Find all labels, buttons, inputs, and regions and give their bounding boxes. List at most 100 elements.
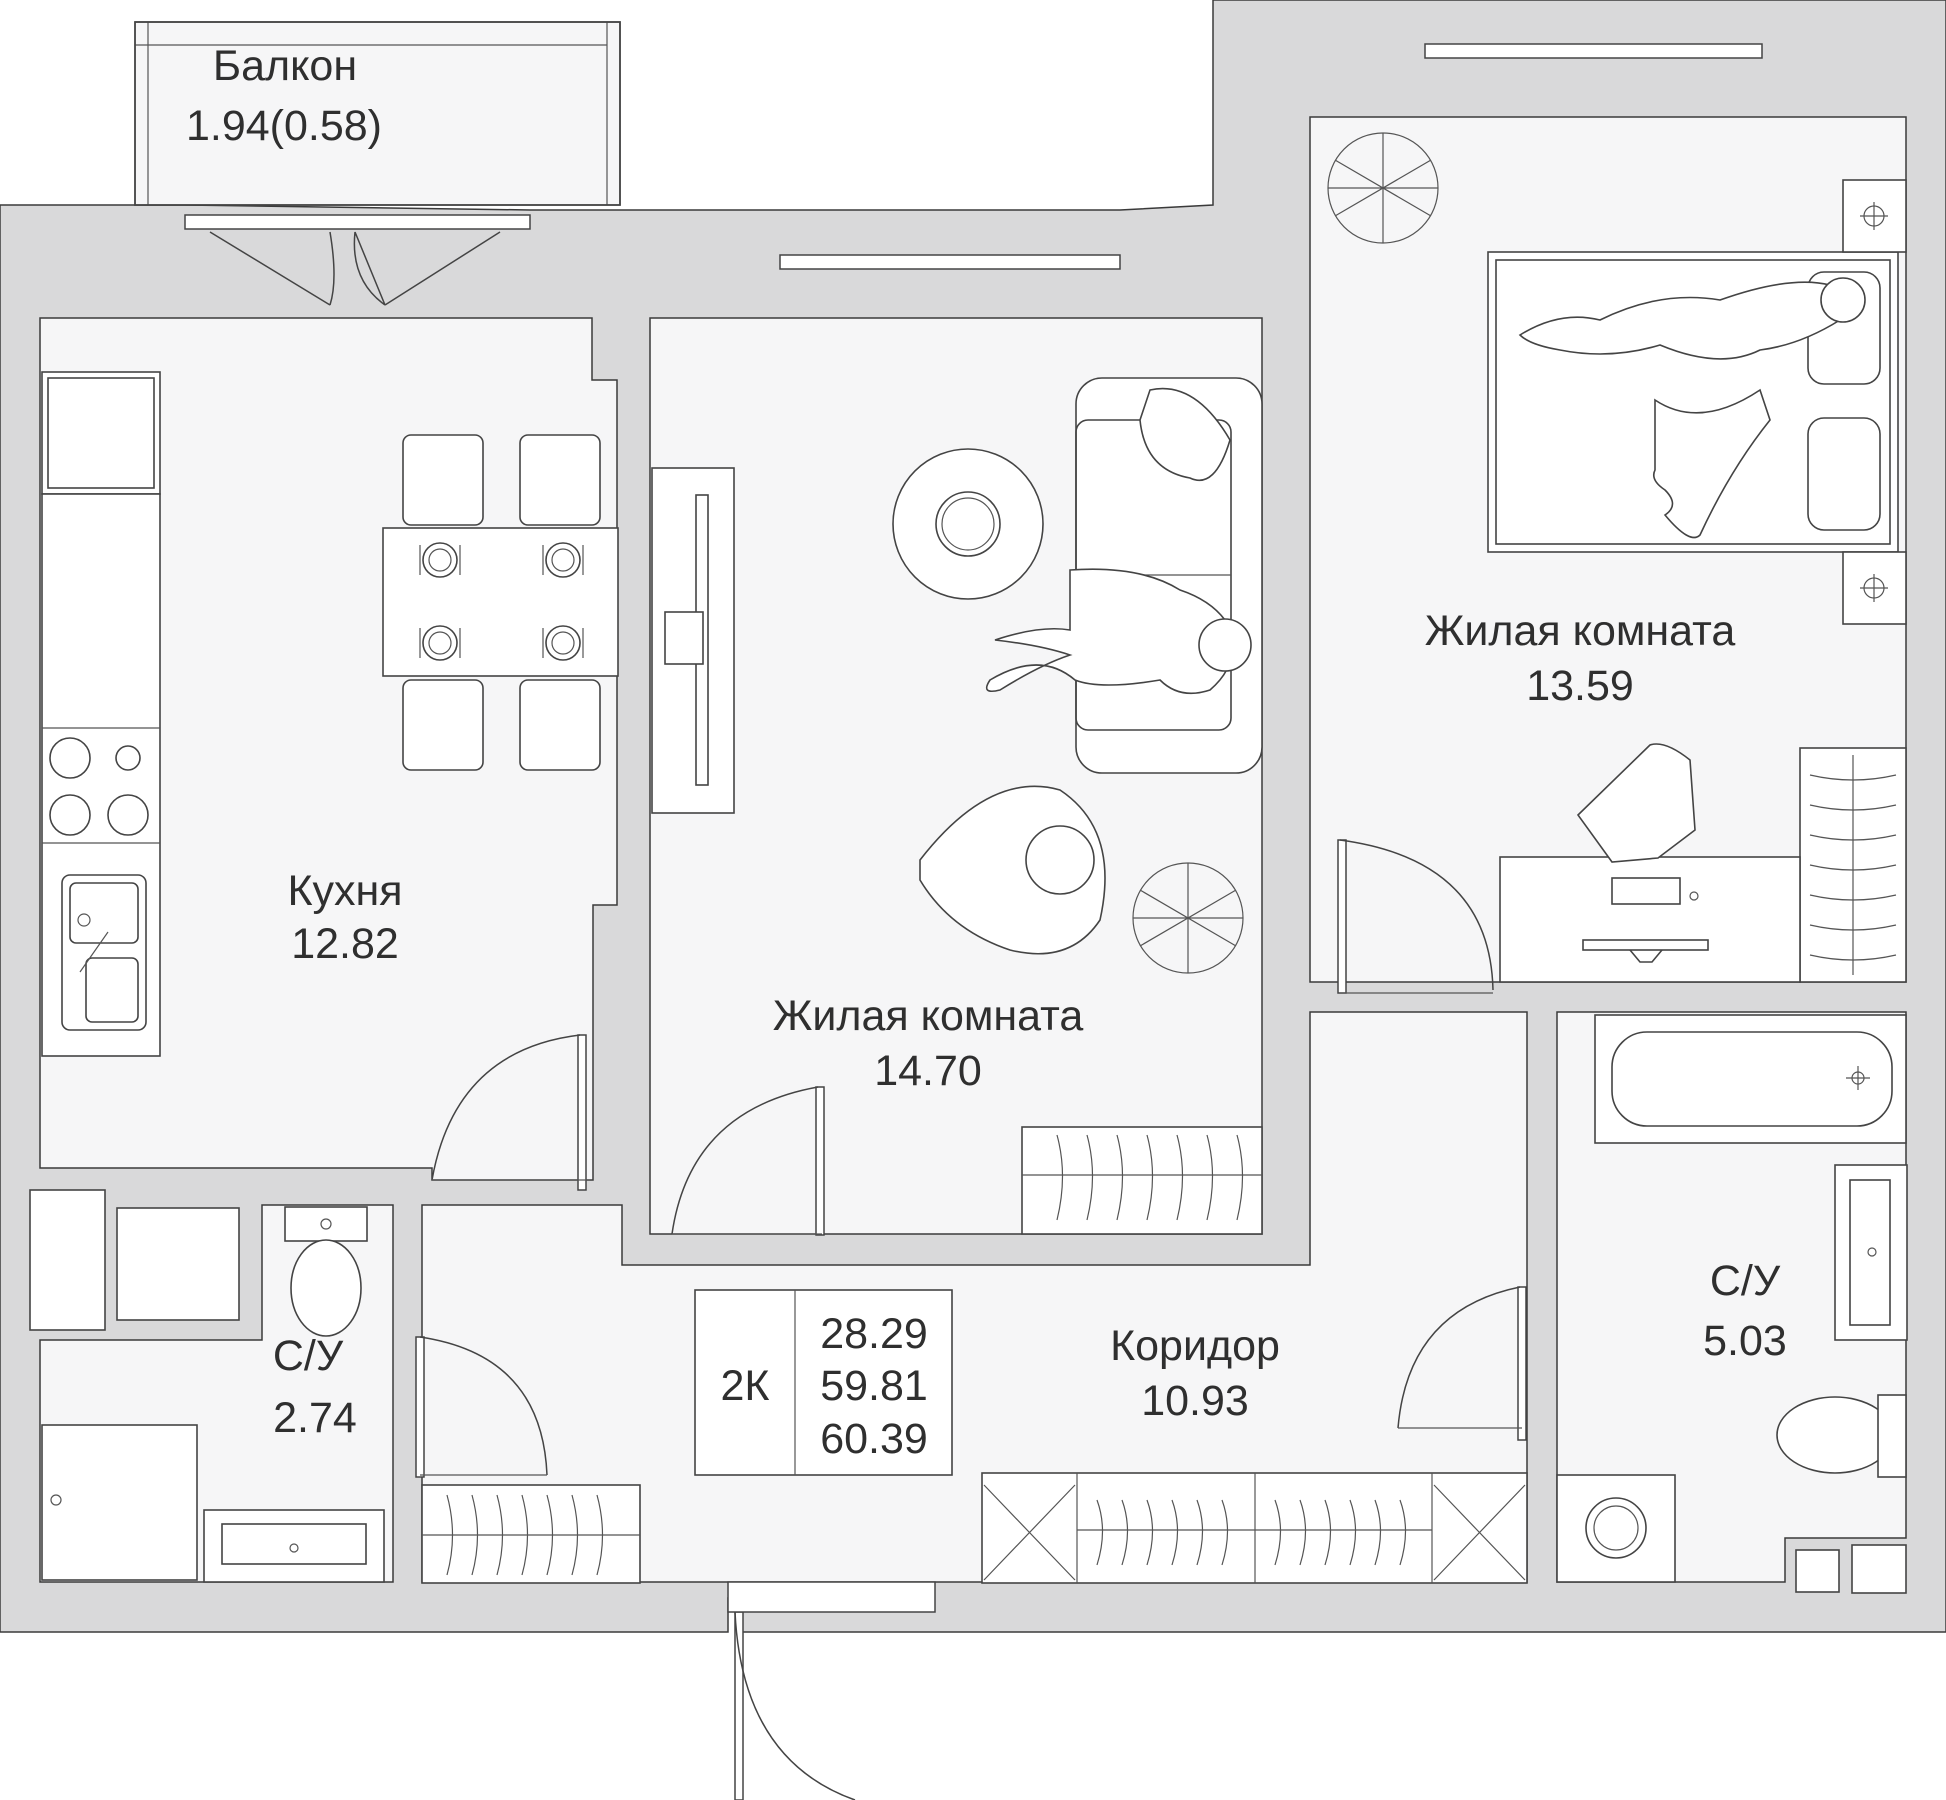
- entrance-door: [734, 1611, 744, 1800]
- head-icon: [1198, 618, 1252, 672]
- total-area: 59.81: [820, 1362, 928, 1410]
- kitchen-door: [577, 1034, 587, 1191]
- mouse-icon: [1689, 891, 1699, 901]
- hangers: [422, 1494, 640, 1576]
- plant-icon: [1132, 862, 1244, 974]
- sink-bowl: [69, 882, 139, 944]
- cushion-icon: [1139, 387, 1231, 482]
- wardrobe: [421, 1484, 641, 1584]
- shower-tray: [41, 1424, 198, 1581]
- bathtub: [1594, 1014, 1907, 1144]
- bathtub-inner: [1611, 1031, 1893, 1127]
- person-figure-icon: [985, 568, 1233, 695]
- corridor-name: Коридор: [1110, 1322, 1280, 1370]
- washing-machine: [116, 1207, 240, 1321]
- chair: [402, 434, 484, 526]
- place-settings: [419, 542, 584, 661]
- keyboard-icon: [1611, 877, 1681, 905]
- faucet-icon: [77, 913, 91, 927]
- balcony-frame: [134, 21, 621, 206]
- living-right-area: 13.59: [1526, 662, 1634, 710]
- sink-bowl: [85, 957, 139, 1023]
- lamp-icon: [1860, 202, 1888, 230]
- nightstand: [1842, 179, 1907, 253]
- faucet-icon: [1867, 1247, 1877, 1257]
- toilet-bowl: [290, 1239, 362, 1337]
- window-living-right: [1424, 43, 1763, 59]
- kitchen-sink: [61, 874, 147, 1031]
- toilet-tank: [1877, 1394, 1907, 1478]
- sink-bowl: [1849, 1179, 1891, 1326]
- chair: [402, 679, 484, 771]
- shaft-box: [1851, 1544, 1907, 1594]
- bath-left-name: С/У: [273, 1332, 344, 1380]
- washing-drum-inner: [1593, 1505, 1639, 1551]
- balcony-area: 1.94(0.58): [186, 102, 382, 150]
- desk-chair: [1576, 743, 1696, 863]
- sink-bowl: [221, 1523, 367, 1565]
- chair: [519, 679, 601, 771]
- vase-icon: [935, 491, 1001, 557]
- faucet-icon: [289, 1543, 299, 1553]
- faucet-spout: [79, 931, 109, 973]
- living-center-door-swing: [671, 1086, 819, 1235]
- flush-button-icon: [320, 1218, 332, 1230]
- stove-burner-icon: [115, 745, 141, 771]
- living-right-door: [1337, 839, 1347, 994]
- cabinet: [29, 1189, 106, 1331]
- living-center-name: Жилая комната: [773, 992, 1084, 1040]
- blanket-icon: [1652, 388, 1771, 539]
- toilet-bowl: [1776, 1396, 1894, 1474]
- hangers: [1022, 1134, 1262, 1221]
- kitchen-area: 12.82: [291, 920, 399, 968]
- window-living-center: [779, 254, 1121, 270]
- balcony-door-arc: [209, 231, 501, 306]
- stove-burner-icon: [107, 794, 149, 836]
- kitchen-name: Кухня: [287, 867, 402, 915]
- wardrobe: [1021, 1126, 1263, 1235]
- tv-console: [664, 611, 704, 665]
- hangers: [1077, 1499, 1432, 1566]
- pillow: [1807, 417, 1881, 531]
- bath-left-door: [415, 1336, 425, 1478]
- living-center-door: [815, 1086, 825, 1236]
- bath-drain-icon: [1846, 1066, 1870, 1090]
- bed-inner: [1495, 259, 1891, 545]
- entrance-door-swing: [734, 1611, 856, 1800]
- corridor-area: 10.93: [1141, 1377, 1249, 1425]
- monitor-icon: [1582, 939, 1709, 951]
- bath-right-area: 5.03: [1703, 1317, 1787, 1365]
- bath-left-sink: [203, 1509, 385, 1583]
- toilet-tank: [284, 1206, 368, 1242]
- entrance-opening: [727, 1581, 936, 1613]
- apartment-type: 2К: [721, 1362, 770, 1410]
- living-center-area: 14.70: [874, 1047, 982, 1095]
- monitor-stand: [1629, 949, 1663, 963]
- kitchen-door-swing: [431, 1034, 581, 1181]
- summary-table: [694, 1289, 953, 1476]
- kitchen-cabinet: [41, 371, 161, 495]
- drain-icon: [50, 1494, 62, 1506]
- living-right-door-swing: [1339, 839, 1494, 991]
- hangers: [1809, 755, 1897, 975]
- lamp-icon: [1860, 574, 1888, 602]
- living-area-total: 28.29: [820, 1310, 928, 1358]
- balcony-name: Балкон: [213, 42, 357, 90]
- vase-inner: [941, 497, 995, 551]
- balcony-door-frame: [184, 214, 531, 230]
- bath-right-door-swing: [1397, 1286, 1521, 1429]
- stove-burner-icon: [49, 737, 91, 779]
- bath-left-area: 2.74: [273, 1394, 357, 1442]
- armchair-cushion-icon: [1025, 825, 1095, 895]
- bath-right-door: [1517, 1286, 1527, 1441]
- bath-right-name: С/У: [1710, 1257, 1781, 1305]
- washing-drum-icon: [1585, 1497, 1647, 1559]
- bath-left-door-swing: [419, 1336, 548, 1476]
- plant-icon: [1327, 132, 1439, 244]
- total-area-with-balcony: 60.39: [820, 1415, 928, 1463]
- bath-right-sink: [1834, 1164, 1908, 1341]
- living-right-name: Жилая комната: [1425, 607, 1736, 655]
- shaft-box: [1795, 1549, 1840, 1593]
- chair: [519, 434, 601, 526]
